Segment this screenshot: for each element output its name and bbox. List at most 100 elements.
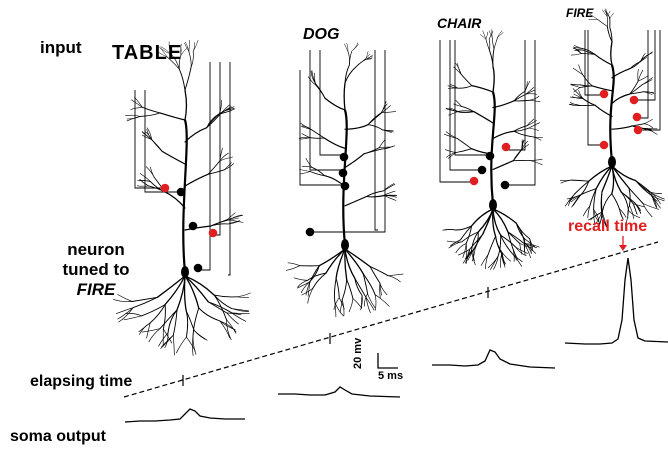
basal-dendrite: [150, 305, 165, 323]
apical-tuft: [492, 37, 494, 49]
apical-branch: [446, 132, 457, 139]
apical-tuft: [486, 32, 488, 39]
apical-branch: [325, 98, 345, 110]
apical-branch: [514, 131, 530, 136]
synapse-black-11: [486, 152, 495, 161]
neuron-label-line3: FIRE: [46, 280, 146, 300]
basal-dendrite: [621, 192, 634, 202]
input-wire-2-2: [310, 50, 342, 170]
input-wires-layer: [135, 30, 660, 275]
apical-tuft: [185, 90, 186, 120]
apical-tuft: [352, 43, 358, 52]
synapse-red-18: [600, 141, 609, 150]
recall-time-label: recall time: [568, 218, 647, 236]
basal-dendrite: [208, 302, 231, 313]
basal-dendrite: [236, 293, 251, 297]
apical-branch: [583, 99, 595, 106]
basal-dendrite: [308, 273, 326, 280]
apical-branch: [513, 150, 521, 161]
apical-branch: [474, 112, 493, 123]
synapse-red-10: [502, 143, 511, 152]
apical-branch: [364, 148, 379, 154]
neurons-layer: [114, 9, 665, 356]
basal-dendrite: [447, 241, 462, 242]
apical-branch: [310, 138, 324, 139]
basal-dendrite: [443, 229, 456, 230]
apical-tuft: [489, 39, 490, 50]
apical-branch: [612, 94, 630, 104]
apical-branch: [630, 81, 638, 94]
basal-dendrite: [142, 329, 160, 332]
apical-branch: [379, 140, 385, 148]
basal-dendrite: [602, 192, 603, 213]
apical-branch: [302, 134, 310, 138]
apical-tuft: [611, 42, 612, 65]
apical-tuft: [344, 83, 345, 110]
synapse-red-16: [630, 96, 639, 105]
apical-branch: [152, 140, 163, 152]
apical-tuft: [356, 60, 366, 67]
basal-dendrite: [173, 335, 174, 355]
basal-dendrite: [160, 310, 177, 329]
apical-branch: [493, 161, 513, 170]
apical-tuft: [610, 13, 614, 18]
basal-dendrite: [214, 295, 236, 297]
apical-branch: [301, 172, 310, 174]
input-wire-3-5: [508, 40, 525, 150]
apical-trunk: [491, 92, 494, 205]
basal-dendrite: [500, 254, 501, 268]
neuron-label: neuron tuned to FIRE: [46, 240, 146, 300]
apical-branch: [644, 124, 652, 128]
basal-dendrite: [353, 299, 362, 309]
basal-dendrite: [334, 278, 336, 302]
apical-branch: [529, 128, 539, 131]
input-wire-2-5: [375, 50, 378, 230]
apical-branch: [472, 86, 493, 92]
soma-trace-2: [278, 387, 400, 397]
basal-dendrite: [612, 166, 614, 194]
apical-trunk: [610, 65, 613, 162]
soma-trace-3: [432, 350, 555, 368]
basal-dendrite: [493, 209, 516, 223]
synapse-black-3: [189, 222, 198, 231]
basal-dendrite: [388, 276, 400, 282]
basal-dendrite: [176, 337, 186, 353]
apical-branch: [146, 167, 154, 178]
apical-branch: [595, 54, 612, 65]
soma-trace-4-recall: [565, 258, 668, 344]
synapse-red-4: [209, 229, 218, 238]
synapse-black-7: [339, 169, 348, 178]
apical-branch: [493, 101, 514, 108]
synapse-black-13: [478, 166, 487, 175]
apical-branch: [224, 164, 233, 170]
apical-tuft: [185, 67, 191, 90]
apical-branch: [456, 149, 471, 153]
basal-dendrite: [294, 278, 308, 281]
apical-tuft: [493, 67, 494, 93]
input-word-table: TABLE: [112, 42, 182, 65]
basal-dendrite: [342, 280, 347, 300]
input-wire-1-2: [215, 62, 220, 235]
apical-branch: [135, 97, 143, 107]
apical-branch: [493, 131, 514, 138]
apical-branch: [458, 86, 472, 89]
basal-dendrite: [463, 243, 466, 257]
neuron-label-line1: neuron: [46, 240, 146, 260]
apical-branch: [162, 151, 185, 164]
synapse-black-2: [177, 188, 186, 197]
synapse-red-17: [633, 113, 642, 122]
synapse-red-19: [634, 126, 643, 135]
basal-dendrite: [488, 236, 495, 254]
apical-branch: [632, 124, 644, 126]
basal-dendrite: [512, 253, 522, 266]
basal-dendrite: [633, 204, 644, 207]
input-wire-2-3: [320, 50, 345, 155]
basal-dendrite: [375, 295, 389, 307]
apical-tuft: [598, 19, 608, 26]
basal-dendrite: [349, 299, 353, 312]
input-word-dog: DOG: [303, 26, 339, 44]
basal-dendrite: [165, 276, 185, 305]
synapse-black-5: [194, 264, 203, 273]
input-wire-1-3: [200, 62, 210, 270]
